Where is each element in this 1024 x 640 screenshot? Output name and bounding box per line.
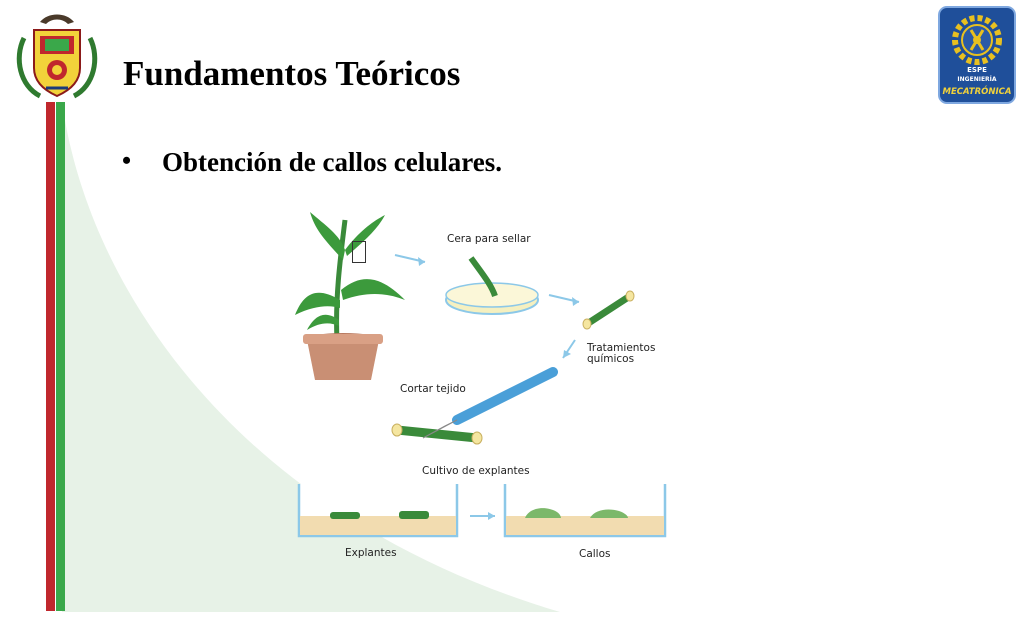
label-wax: Cera para sellar [447,233,531,245]
red-vertical-stripe [46,102,55,611]
callus-process-diagram: Cera para sellar Tratamientos químicos C… [295,212,667,560]
missing-glyph-box [352,241,366,263]
stem-segment-icon [582,290,635,330]
potted-plant-icon [295,212,405,380]
label-cut: Cortar tejido [400,383,466,395]
culture-dish-explants [297,484,459,538]
university-crest-icon [16,14,98,99]
bullet-text: Obtención de callos celulares. [162,147,502,177]
badge-text-mecatronica: MECATRÓNICA [943,85,1012,97]
espe-mecatronica-gear-icon: ESPE INGENIERÍA MECATRÓNICA [938,6,1016,104]
scalpel-icon [391,367,558,445]
petri-dish-icon [445,256,539,315]
culture-dish-callus [503,484,667,538]
label-callus: Callos [579,548,611,560]
green-vertical-stripe [56,102,65,611]
label-chem-2: químicos [587,353,634,365]
badge-text-espe: ESPE [967,66,987,74]
label-chem-1: Tratamientos [586,342,655,354]
page-title: Fundamentos Teóricos [123,54,461,93]
badge-text-ingenieria: INGENIERÍA [957,75,996,83]
label-culture: Cultivo de explantes [422,465,530,477]
bullet-dot: • [122,146,132,175]
label-explants: Explantes [345,547,397,559]
